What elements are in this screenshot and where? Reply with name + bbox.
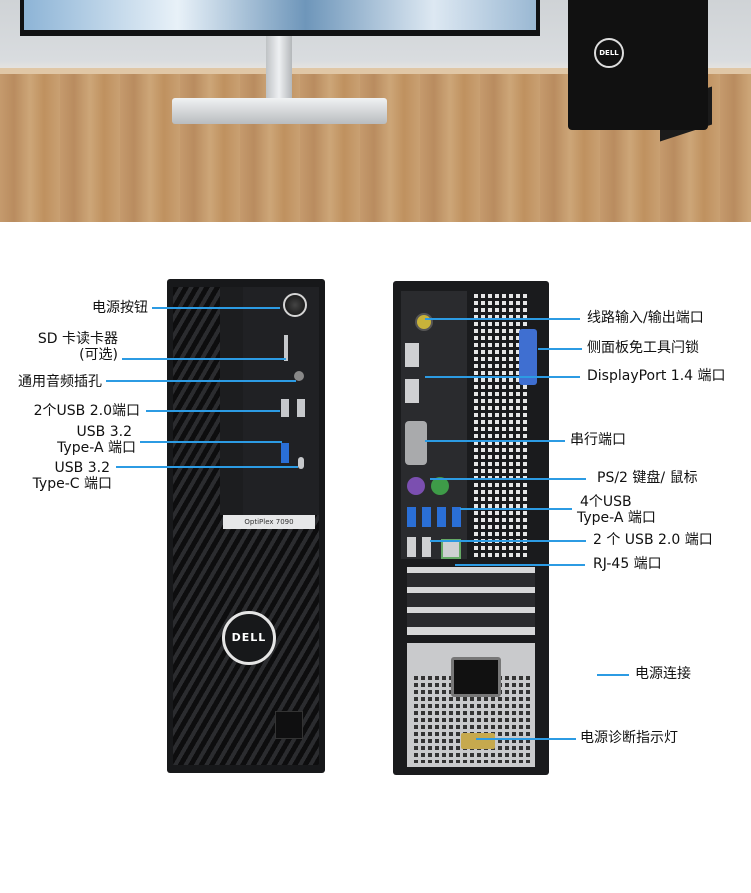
label-sd-reader-1: SD 卡读卡器 bbox=[37, 331, 118, 347]
callout-line-usb32c bbox=[116, 466, 298, 468]
expansion-slot bbox=[407, 573, 535, 587]
rear-vent-grid bbox=[471, 291, 527, 559]
front-chassis: OptiPlex 7090 DELL bbox=[167, 279, 325, 773]
power-connector bbox=[451, 657, 501, 697]
audio-jack bbox=[294, 371, 304, 381]
power-supply bbox=[407, 643, 535, 767]
power-diagnostic-led bbox=[461, 733, 495, 749]
desktop-tower bbox=[568, 0, 708, 130]
callout-line-latch bbox=[538, 348, 582, 350]
callout-line-power bbox=[152, 307, 280, 309]
label-rj45: RJ-45 端口 bbox=[593, 556, 662, 572]
label-ps2: PS/2 键盘/ 鼠标 bbox=[597, 470, 698, 486]
label-rear-usb20: 2 个 USB 2.0 端口 bbox=[593, 532, 713, 548]
expansion-slots bbox=[407, 567, 535, 635]
serial-port bbox=[405, 421, 427, 465]
label-displayport: DisplayPort 1.4 端口 bbox=[587, 368, 726, 384]
ps2-mouse-port bbox=[431, 477, 449, 495]
label-usb32a-1: USB 3.2 bbox=[76, 424, 132, 440]
label-rear-usb-1: 4个USB bbox=[580, 494, 632, 510]
callout-line-serial bbox=[425, 440, 565, 442]
callout-line-line-io bbox=[425, 318, 580, 320]
sd-card-slot bbox=[284, 335, 288, 361]
label-front-usb20: 2个USB 2.0端口 bbox=[33, 403, 140, 419]
label-sd-reader-2: (可选) bbox=[79, 347, 118, 363]
side-panel-latch bbox=[519, 329, 537, 385]
model-nameplate: OptiPlex 7090 bbox=[223, 515, 315, 529]
displayport-1 bbox=[405, 343, 419, 367]
front-dell-logo: DELL bbox=[222, 611, 276, 665]
front-usb20-port-1 bbox=[281, 399, 289, 417]
front-usb20-port-2 bbox=[297, 399, 305, 417]
label-power-diag-led: 电源诊断指示灯 bbox=[580, 730, 678, 746]
callout-line-rear-usb20 bbox=[430, 540, 586, 542]
displayport-2 bbox=[405, 379, 419, 403]
ps2-keyboard-port bbox=[407, 477, 425, 495]
rear-usb-typea-ports bbox=[407, 507, 461, 527]
label-rear-usb-2: Type-A 端口 bbox=[577, 510, 656, 526]
monitor-screen bbox=[24, 0, 536, 30]
power-button bbox=[283, 293, 307, 317]
label-side-panel-lock: 侧面板免工具闩锁 bbox=[587, 340, 699, 356]
rear-chassis bbox=[393, 281, 549, 775]
front-usb32-typea-port bbox=[281, 443, 289, 463]
monitor-stand-neck bbox=[266, 36, 292, 106]
callout-line-diag-led bbox=[476, 738, 576, 740]
front-badge-plate bbox=[275, 711, 303, 739]
label-audio-jack: 通用音频插孔 bbox=[18, 374, 102, 390]
label-power-button: 电源按钮 bbox=[92, 300, 148, 316]
label-power-connector: 电源连接 bbox=[635, 666, 691, 682]
hero-photo: DELL bbox=[0, 0, 751, 222]
callout-line-ps2 bbox=[430, 478, 586, 480]
desk-edge bbox=[0, 68, 751, 74]
callout-line-usb20 bbox=[146, 410, 280, 412]
tower-dell-logo: DELL bbox=[594, 38, 624, 68]
callout-line-audio bbox=[106, 380, 296, 382]
front-usb32-typec-port bbox=[298, 457, 304, 469]
label-usb32c-2: Type-C 端口 bbox=[32, 476, 112, 492]
callout-line-rj45 bbox=[455, 564, 585, 566]
callout-line-rear-usb bbox=[460, 508, 572, 510]
callout-line-displayport bbox=[425, 376, 580, 378]
label-usb32c-1: USB 3.2 bbox=[54, 460, 110, 476]
label-usb32a-2: Type-A 端口 bbox=[57, 440, 136, 456]
expansion-slot bbox=[407, 613, 535, 627]
label-line-io: 线路输入/输出端口 bbox=[587, 310, 704, 326]
monitor-stand-base bbox=[172, 98, 387, 124]
rear-usb20-ports bbox=[407, 537, 435, 557]
rj45-port bbox=[441, 539, 461, 559]
callout-line-sd bbox=[122, 358, 286, 360]
label-serial: 串行端口 bbox=[570, 432, 626, 448]
callout-line-power-connector bbox=[597, 674, 629, 676]
expansion-slot bbox=[407, 593, 535, 607]
line-io-jack bbox=[415, 313, 433, 331]
optical-drive-strip bbox=[220, 287, 243, 515]
callout-line-usb32a bbox=[140, 441, 282, 443]
